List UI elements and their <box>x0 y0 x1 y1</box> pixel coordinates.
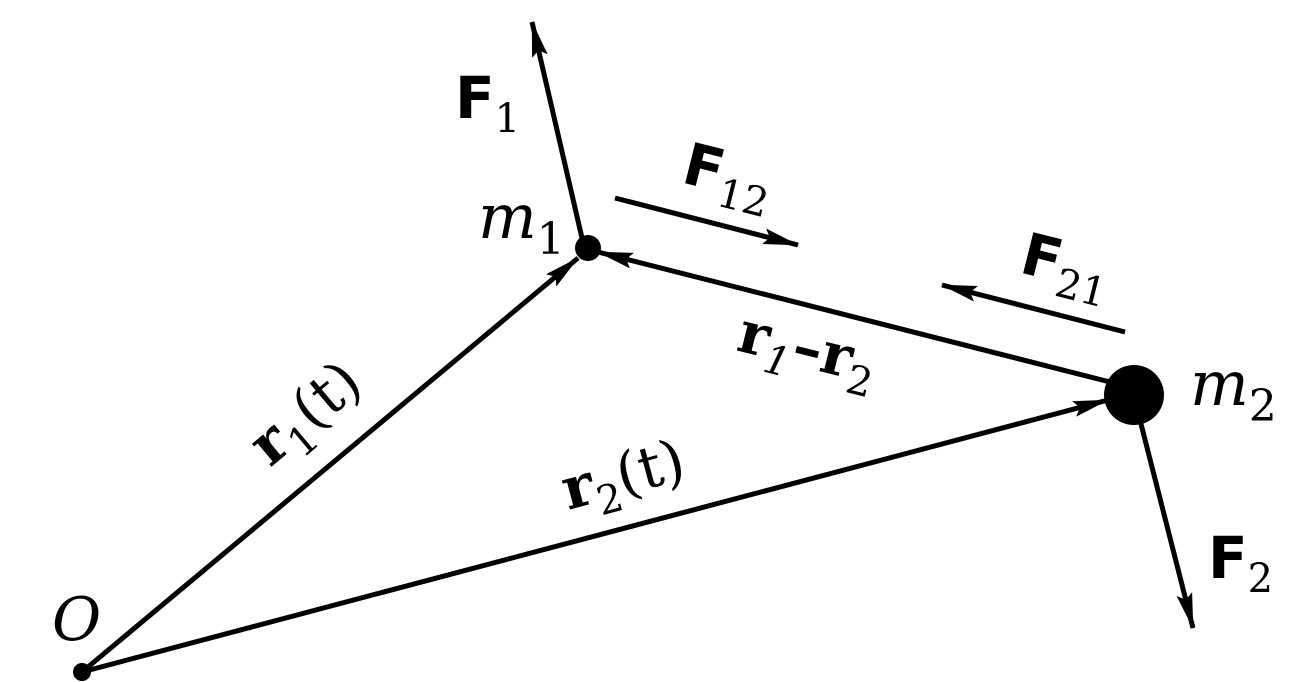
force2-label: F2 <box>1208 524 1273 602</box>
force12-label: F12 <box>674 130 781 228</box>
position1-label: r1(t) <box>235 347 381 487</box>
force21-label: F21 <box>1012 220 1119 318</box>
mass-m1 <box>575 235 601 261</box>
mass-m2 <box>1104 365 1164 425</box>
force-vector-f1 <box>529 21 585 239</box>
force-vector-f12 <box>614 195 799 248</box>
force1-label: F1 <box>455 64 520 142</box>
force-vector-f2 <box>1137 419 1196 629</box>
position2-label: r2(t) <box>554 426 695 534</box>
position-vector-r1 <box>80 256 580 674</box>
position-vector-r2 <box>81 397 1109 675</box>
relative-label: r1–r2 <box>729 298 885 408</box>
relative-vector-r1-minus-r2 <box>597 249 1111 385</box>
mass1-label: m1 <box>478 180 565 265</box>
origin-point <box>73 663 91 681</box>
mass2-label: m2 <box>1190 347 1277 432</box>
force-vector-f21 <box>941 282 1126 335</box>
origin-label: O <box>52 585 101 655</box>
